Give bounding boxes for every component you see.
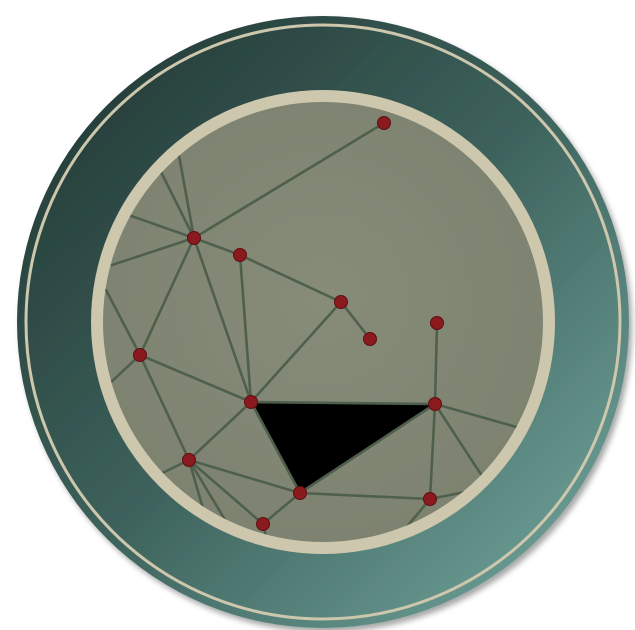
node-dot[interactable] bbox=[364, 333, 377, 346]
node-dot[interactable] bbox=[257, 518, 270, 531]
node-dot[interactable] bbox=[429, 398, 442, 411]
node-dot[interactable] bbox=[234, 249, 247, 262]
node-dot[interactable] bbox=[431, 317, 444, 330]
node-dot[interactable] bbox=[294, 487, 307, 500]
node-dot[interactable] bbox=[378, 117, 391, 130]
node-dot[interactable] bbox=[134, 349, 147, 362]
node-dot[interactable] bbox=[424, 493, 437, 506]
node-dot[interactable] bbox=[188, 232, 201, 245]
node-dot[interactable] bbox=[183, 454, 196, 467]
node-dot[interactable] bbox=[335, 296, 348, 309]
node-dot[interactable] bbox=[245, 396, 258, 409]
